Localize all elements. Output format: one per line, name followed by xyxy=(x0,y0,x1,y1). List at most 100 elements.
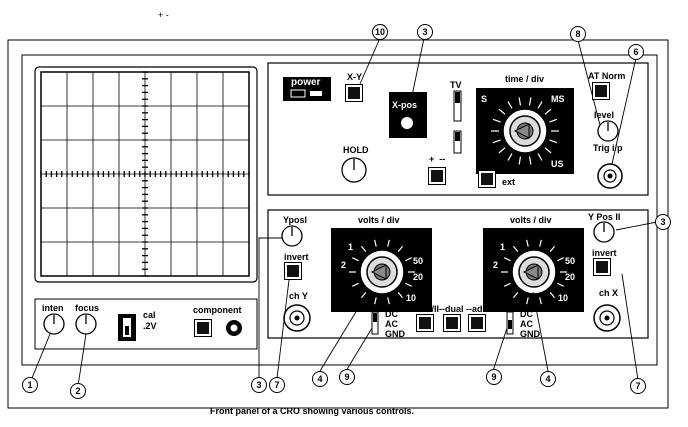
volts-div-dial-1[interactable] xyxy=(331,228,432,312)
callout-4-left: 4 xyxy=(312,371,328,387)
volts-div-dial-2[interactable] xyxy=(483,228,584,312)
dial-tick xyxy=(507,101,513,109)
dial-tick xyxy=(544,147,552,154)
stray-mark: + - xyxy=(158,10,169,20)
v2-scale-2: 2 xyxy=(493,260,499,270)
screen-graticule xyxy=(40,71,250,277)
trig-input-connector[interactable] xyxy=(597,163,623,189)
bottom-left-panel xyxy=(34,298,258,350)
xpos-label: X-pos xyxy=(392,100,418,110)
dial-tick xyxy=(397,291,404,299)
at-norm-button[interactable] xyxy=(592,82,610,100)
hold-knob[interactable] xyxy=(341,157,367,183)
dual-button[interactable] xyxy=(443,314,461,332)
focus-knob[interactable] xyxy=(75,313,97,335)
polarity-switch[interactable] xyxy=(453,130,462,154)
time-s-label: S xyxy=(481,94,488,104)
component-button[interactable] xyxy=(194,319,212,337)
tv-switch[interactable] xyxy=(453,90,462,122)
level-label: level xyxy=(594,110,615,120)
crt-screen xyxy=(34,66,258,283)
dial-tick xyxy=(405,257,412,262)
callout-10: 10 xyxy=(372,24,388,40)
xy-label: X-Y xyxy=(347,72,363,82)
dial-tick xyxy=(549,291,556,299)
ac-label-2: AC xyxy=(520,319,533,329)
callout-6: 6 xyxy=(628,44,644,60)
callout-4-right: 4 xyxy=(540,371,556,387)
ext-label: ext xyxy=(502,177,516,187)
dial-tick xyxy=(360,291,367,299)
power-switch[interactable] xyxy=(283,77,331,101)
polarity-button[interactable] xyxy=(428,167,446,185)
callout-7-right: 7 xyxy=(630,378,646,394)
dial-tick xyxy=(405,282,412,287)
dial-tick xyxy=(387,239,390,247)
volts-div-label-2: volts / div xyxy=(510,215,552,225)
dial-tick xyxy=(537,153,543,161)
focus-label: focus xyxy=(75,303,100,313)
coupling-switch-1[interactable] xyxy=(371,311,379,335)
v1-scale-50: 50 xyxy=(413,256,424,266)
vertical-panel xyxy=(267,209,649,339)
callout-2: 2 xyxy=(70,383,86,399)
add-button[interactable] xyxy=(468,314,486,332)
dial-tick xyxy=(549,118,558,123)
callout-1: 1 xyxy=(22,377,38,393)
chx-label: ch X xyxy=(599,288,619,298)
dial-tick xyxy=(557,282,564,287)
power-label: power xyxy=(291,77,321,88)
ac-label-1: AC xyxy=(385,319,398,329)
dial-tick xyxy=(526,297,529,305)
dial-tick xyxy=(512,291,519,299)
cal-label: cal xyxy=(143,310,156,320)
ypos2-knob[interactable] xyxy=(593,221,615,243)
xy-button[interactable] xyxy=(345,84,363,102)
at-norm-label: AT Norm xyxy=(588,71,626,81)
gnd-label-1: GND xyxy=(385,329,405,339)
chx-input-connector[interactable] xyxy=(593,304,621,332)
dial-tick xyxy=(526,239,529,247)
level-knob[interactable] xyxy=(597,120,619,142)
dial-tick xyxy=(507,153,513,161)
dial-tick xyxy=(557,257,564,262)
invert-button-1[interactable] xyxy=(284,262,302,280)
dial-tick xyxy=(518,156,522,165)
gnd-label-2: GND xyxy=(520,329,540,339)
dial-tick xyxy=(397,245,404,253)
callout-3-right: 3 xyxy=(655,214,671,230)
invert-button-2[interactable] xyxy=(593,258,611,276)
v1-scale-2: 2 xyxy=(341,260,347,270)
dial-tick xyxy=(504,282,511,287)
component-connector[interactable] xyxy=(226,320,242,336)
dial-tick xyxy=(518,97,522,106)
time-div-label: time / div xyxy=(505,74,545,84)
ypos1-label: Yposl xyxy=(283,215,308,225)
time-ms-label: MS xyxy=(551,94,565,104)
xpos-knob[interactable] xyxy=(389,92,427,138)
cal-switch[interactable] xyxy=(118,314,136,341)
dial-tick xyxy=(492,139,501,144)
invert-label-2: invert xyxy=(592,248,617,258)
v1-scale-10: 10 xyxy=(406,293,417,303)
intensity-knob[interactable] xyxy=(43,313,65,335)
dial-tick xyxy=(374,239,377,247)
dial-tick xyxy=(504,257,511,262)
dial-tick xyxy=(374,297,377,305)
time-us-label: US xyxy=(551,159,564,169)
callout-9-right: 9 xyxy=(486,369,502,385)
dial-tick xyxy=(498,108,506,115)
ch1-button[interactable] xyxy=(416,314,434,332)
v2-scale-20: 20 xyxy=(565,272,576,282)
chy-input-connector[interactable] xyxy=(283,304,311,332)
trig-ip-label: Trig i/p xyxy=(593,143,623,153)
dial-tick xyxy=(492,118,501,123)
time-div-dial[interactable] xyxy=(476,88,574,174)
dial-tick xyxy=(352,282,359,287)
dial-tick xyxy=(549,139,558,144)
coupling-switch-2[interactable] xyxy=(506,311,514,335)
ext-button[interactable] xyxy=(478,170,496,188)
callout-3-left: 3 xyxy=(251,377,267,393)
ypos1-knob[interactable] xyxy=(281,225,303,247)
callout-3-top: 3 xyxy=(417,24,433,40)
